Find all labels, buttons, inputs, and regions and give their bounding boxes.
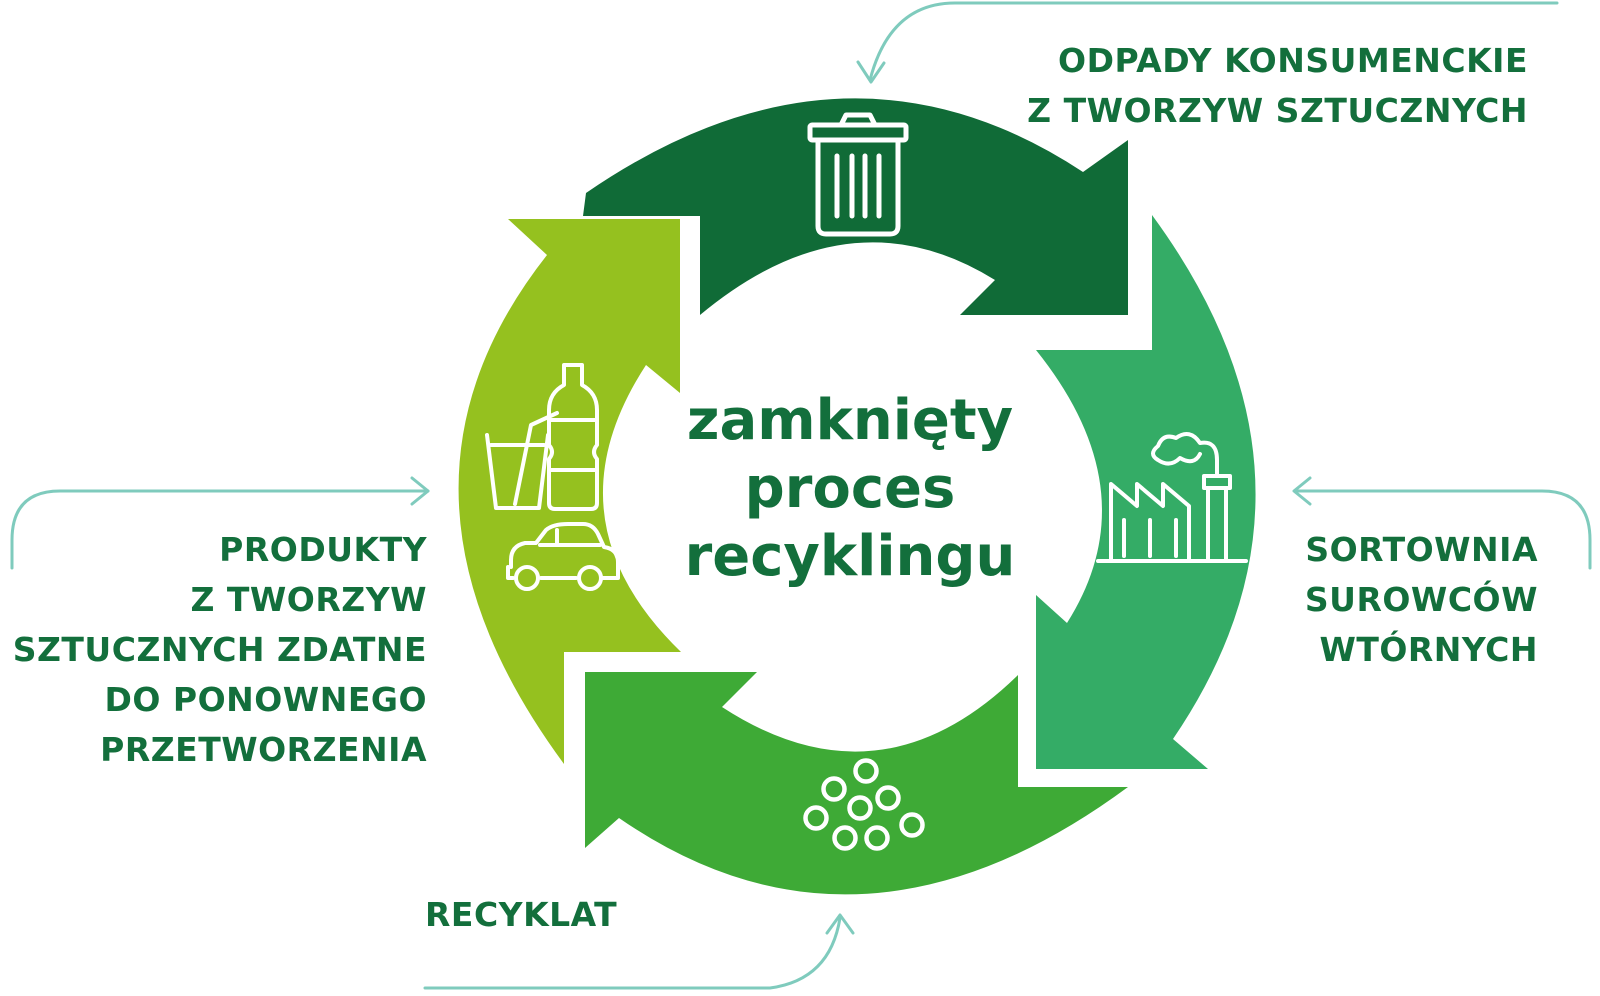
center-title-line: recyklingu: [684, 524, 1016, 589]
car-icon: [506, 522, 620, 580]
consumer-waste-label-line: Z TWORZYW SZTUCZNYCH: [1027, 91, 1528, 130]
sorting-label: SORTOWNIA SUROWCÓW WTÓRNYCH: [1305, 525, 1538, 675]
products-label-line: PRODUKTY: [219, 530, 427, 569]
connector-consumer-waste: [856, 1, 1559, 84]
products-icon: [485, 363, 620, 591]
factory-icon: [1096, 432, 1248, 563]
glass-icon: [485, 433, 550, 510]
connector-sorting: [1292, 476, 1592, 570]
trash-bin-icon: [807, 112, 909, 237]
center-title: zamknięty proces recyklingu: [655, 387, 1045, 591]
recyclate-label-line: RECYKLAT: [425, 895, 618, 934]
connector-products: [10, 476, 430, 570]
products-label-line: PRZETWORZENIA: [100, 730, 427, 769]
products-label-line: DO PONOWNEGO: [104, 680, 427, 719]
recyclate-arrow: [585, 672, 1128, 895]
consumer-waste-label-line: ODPADY KONSUMENCKIE: [1058, 41, 1528, 80]
sorting-label-line: SUROWCÓW: [1304, 580, 1538, 619]
sorting-label-line: WTÓRNYCH: [1319, 630, 1538, 669]
consumer-waste-arrow: [583, 98, 1128, 315]
center-title-line: zamknięty: [686, 388, 1014, 453]
consumer-waste-label: ODPADY KONSUMENCKIE Z TWORZYW SZTUCZNYCH: [1027, 36, 1528, 136]
pellets-icon: [803, 758, 925, 851]
recyclate-label: RECYKLAT: [425, 890, 617, 940]
products-label-line: Z TWORZYW: [190, 580, 427, 619]
products-label: PRODUKTY Z TWORZYW SZTUCZNYCH ZDATNE DO …: [13, 525, 427, 775]
products-arrow: [458, 219, 681, 764]
products-label-line: SZTUCZNYCH ZDATNE: [12, 630, 427, 669]
connector-recyclate: [423, 913, 855, 990]
center-title-line: proces: [744, 456, 956, 521]
sorting-label-line: SORTOWNIA: [1305, 530, 1538, 569]
